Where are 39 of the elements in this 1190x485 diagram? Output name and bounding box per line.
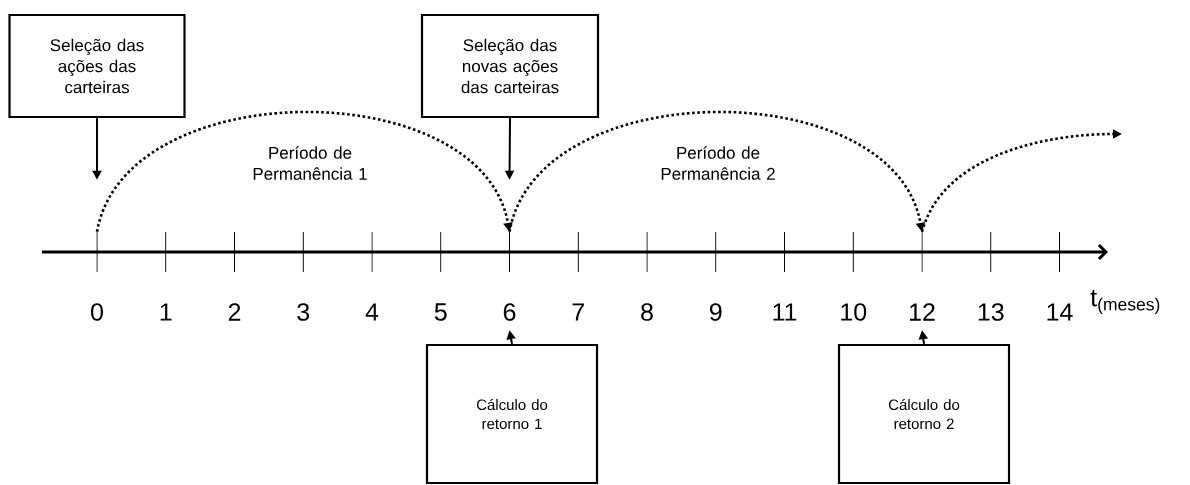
tick-mark — [852, 232, 854, 272]
tick-mark — [784, 232, 785, 272]
tick-mark — [165, 232, 167, 272]
tick-label: 3 — [297, 303, 310, 321]
tick-label: 0 — [91, 303, 103, 321]
tick-mark — [509, 232, 510, 272]
tick-mark — [440, 232, 442, 272]
tick-mark — [921, 232, 923, 272]
arrow — [95, 110, 513, 233]
tick-mark — [990, 232, 992, 272]
tick-mark — [371, 232, 373, 272]
tick-mark — [646, 232, 648, 272]
tick-label: 11 — [773, 303, 797, 321]
tick-label: 2 — [228, 303, 241, 321]
tick-label: 9 — [710, 303, 722, 321]
tick-mark — [234, 232, 235, 272]
tick-mark — [96, 232, 98, 272]
tick-label: 12 — [910, 303, 935, 321]
edge-label: Período de Permanência 1 — [253, 146, 367, 180]
tick-label: 14 — [1047, 303, 1073, 321]
text-box: Seleção das ações das carteiras — [8, 13, 186, 119]
tick-label: 4 — [365, 303, 379, 321]
edge-label: Período de Permanência 2 — [661, 146, 775, 180]
text-box: Cálculo do retorno 1 — [425, 343, 599, 485]
text-box: Seleção das novas ações das carteiras — [420, 13, 600, 119]
tick-mark — [1059, 232, 1060, 272]
tick-mark — [577, 232, 579, 272]
tick-mark — [302, 232, 304, 272]
tick-label: 10 — [841, 303, 867, 321]
tick-label: 7 — [572, 303, 584, 321]
arrow — [508, 110, 926, 233]
tick-label: 6 — [503, 303, 516, 321]
tick-mark — [715, 232, 717, 272]
axis-label: t$_{(meses)}$ — [1090, 290, 1160, 314]
tick-label: 1 — [160, 303, 172, 321]
tick-label: 13 — [978, 303, 1004, 321]
tick-label: 5 — [434, 303, 447, 321]
text-box: Cálculo do retorno 2 — [837, 343, 1011, 485]
tick-label: 8 — [641, 303, 653, 321]
